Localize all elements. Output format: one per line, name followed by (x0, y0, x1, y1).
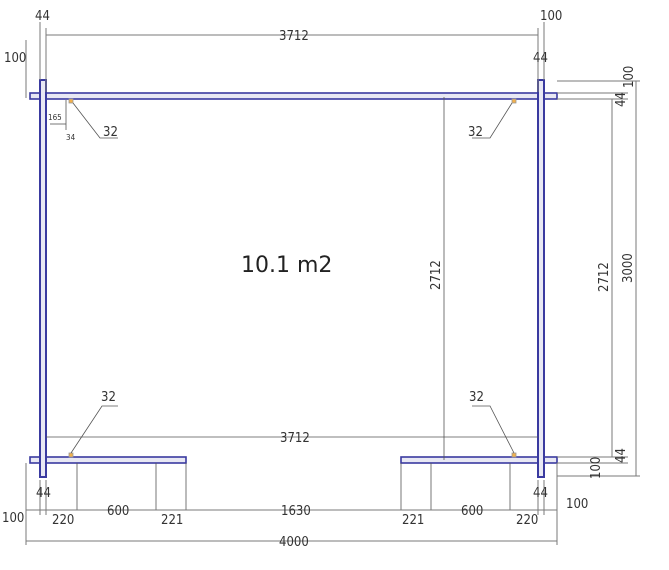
structure (29, 79, 558, 510)
dim-total-4000: 4000 (279, 535, 309, 550)
dim-seg-221-left: 221 (161, 513, 183, 528)
dimension-labels: 10.1 m2 44 100 100 3712 44 100 44 2712 3… (2, 9, 637, 550)
dim-seg-221-right: 221 (402, 513, 424, 528)
post-top-left (68, 98, 74, 104)
left-wall (39, 79, 47, 478)
area-label: 10.1 m2 (241, 253, 332, 278)
bottom-right-beam (400, 456, 558, 464)
dim-top-right-100: 100 (540, 9, 562, 24)
label-post-top-left: 32 (103, 125, 118, 140)
dim-seg-220-right: 220 (516, 513, 538, 528)
dim-bottom-right-44: 44 (533, 486, 548, 501)
dim-seg-600-right: 600 (461, 504, 483, 519)
post-bottom-left (68, 452, 74, 458)
dim-right-100-top: 100 (622, 66, 637, 88)
dim-bottom-right-100: 100 (566, 497, 588, 512)
dim-seg-220-left: 220 (52, 513, 74, 528)
dim-top-span: 3712 (279, 29, 309, 44)
dim-seg-1630: 1630 (281, 504, 311, 519)
label-post-bottom-left: 32 (101, 390, 116, 405)
dim-bottom-left-100: 100 (2, 511, 24, 526)
dim-right-100-bottom: 100 (589, 457, 604, 479)
dim-seg-600-left: 600 (107, 504, 129, 519)
bottom-left-beam (29, 456, 187, 464)
dim-top-left-44: 44 (35, 9, 50, 24)
dim-detail-34: 34 (66, 133, 76, 142)
top-beam (29, 92, 558, 100)
dim-inner-vertical: 2712 (429, 260, 444, 290)
dim-top-right-44: 44 (533, 51, 548, 66)
dim-right-2712: 2712 (597, 262, 612, 292)
dim-right-44-top: 44 (614, 92, 629, 107)
label-post-bottom-right: 32 (469, 390, 484, 405)
post-top-right (511, 98, 517, 104)
post-bottom-right (511, 452, 517, 458)
dim-top-left-100: 100 (4, 51, 26, 66)
dim-right-44-bottom: 44 (614, 448, 629, 463)
dimension-lines (25, 22, 640, 545)
dim-right-3000: 3000 (621, 253, 636, 283)
dim-detail-165: 165 (48, 113, 62, 122)
dim-bottom-left-44: 44 (36, 486, 51, 501)
label-post-top-right: 32 (468, 125, 483, 140)
dim-inner-bottom-span: 3712 (280, 431, 310, 446)
right-wall (537, 79, 545, 478)
